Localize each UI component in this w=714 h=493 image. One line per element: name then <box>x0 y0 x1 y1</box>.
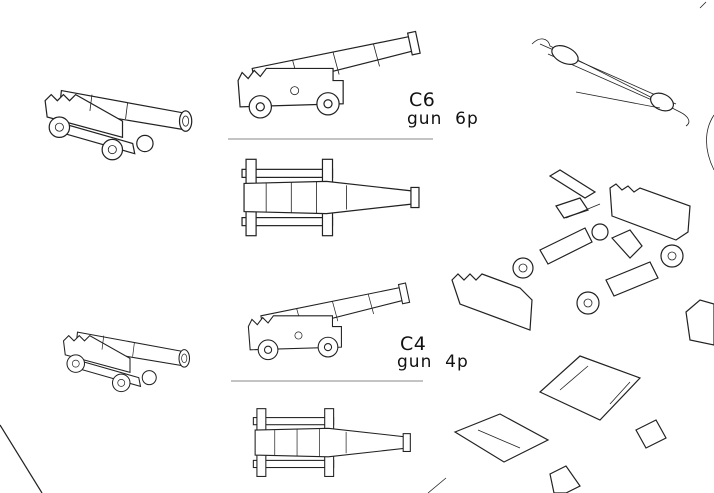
c6-side-view <box>237 30 421 119</box>
c6-code-label: C6 <box>409 89 436 111</box>
c4-gun-label: gun 4p <box>397 352 469 372</box>
c4-top-view <box>252 408 411 478</box>
diagonal-edge-line <box>0 424 43 493</box>
gun-platforms <box>427 355 667 493</box>
c4-side-view <box>247 282 411 361</box>
c6-isometric-view <box>44 89 193 161</box>
c4-isometric-view <box>62 331 191 393</box>
c6-top-view <box>241 158 420 237</box>
c4-code-label: C4 <box>400 333 427 355</box>
tackle-rope-diagram <box>531 1 714 171</box>
exploded-carriage-parts <box>451 169 714 346</box>
c6-gun-label: gun 6p <box>407 109 479 129</box>
